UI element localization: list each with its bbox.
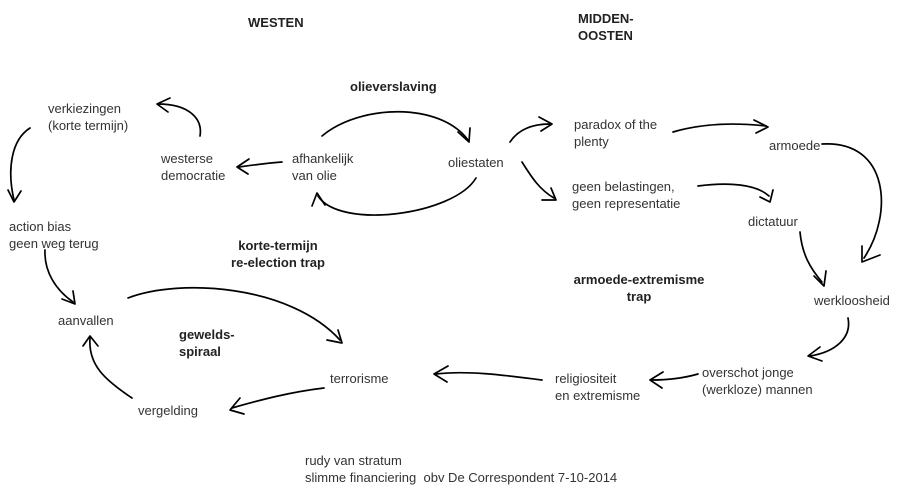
arrowhead-oilstates-to-notaxes	[541, 187, 557, 201]
node-western-democracy-line-1: westerse	[161, 151, 214, 166]
node-action-bias: action bias geen weg terug	[9, 218, 99, 252]
arrow-terrorism-to-retaliation	[231, 387, 325, 409]
node-oil-dependency-line-2: van olie	[292, 168, 337, 183]
loop-title-poverty-line-1: armoede-extremisme	[573, 272, 705, 287]
arrowhead-democracy-to-elections	[156, 97, 171, 113]
arrowhead-notaxes-to-dictatorship	[759, 189, 774, 203]
node-paradox-line-1: paradox of the	[574, 117, 658, 132]
node-young-men: overschot jonge (werkloze) mannen	[702, 364, 813, 398]
arrow-retaliation-to-attacks	[89, 337, 133, 399]
arrow-oildep-to-democracy	[238, 161, 283, 168]
node-terrorism: terrorisme	[330, 371, 389, 386]
arrowhead-poverty-to-unemployment	[861, 245, 881, 263]
arrowhead-oilstates-to-oildep	[311, 192, 326, 207]
loop-title-violence-line-1: gewelds-	[179, 327, 235, 342]
node-poverty: armoede	[769, 138, 821, 153]
node-action-bias-line-1: action bias	[9, 219, 72, 234]
loop-title-reelection-trap: korte-termijn re-election trap	[208, 237, 348, 271]
node-no-taxes-line-1: geen belastingen,	[572, 179, 675, 194]
arrow-youngmen-to-religiosity	[651, 373, 699, 381]
node-oil-states: oliestaten	[448, 155, 504, 170]
arrowhead-retaliation-to-attacks	[82, 335, 99, 347]
arrow-oilstates-to-oildep	[317, 177, 477, 216]
arrow-paradox-to-poverty	[672, 123, 767, 133]
arrowhead-dictatorship-to-unemployment	[813, 270, 827, 287]
node-oil-dependency: afhankelijk van olie	[292, 150, 353, 184]
node-no-taxes-line-2: geen representatie	[572, 196, 681, 211]
header-mideast-line-1: MIDDEN-	[578, 11, 634, 26]
node-no-taxes: geen belastingen, geen representatie	[572, 178, 680, 212]
arrowhead-oildep-to-oilstates	[457, 127, 471, 143]
node-religiosity: religiositeit en extremisme	[555, 370, 640, 404]
node-unemployment: werkloosheid	[814, 293, 890, 308]
arrowhead-actionbias-to-attacks	[61, 290, 76, 305]
arrow-oildep-to-oilstates	[321, 110, 469, 141]
arrowhead-religiosity-to-terrorism	[433, 365, 449, 383]
arrow-attacks-to-terrorism	[127, 286, 341, 341]
arrow-poverty-to-unemployment	[821, 143, 883, 259]
node-attacks: aanvallen	[58, 313, 114, 328]
arrow-notaxes-to-dictatorship	[697, 183, 770, 197]
arrow-elections-to-actionbias	[9, 127, 31, 201]
loop-title-reelection-line-2: re-election trap	[231, 255, 325, 270]
arrow-actionbias-to-attacks	[44, 249, 74, 303]
loop-title-reelection-line-1: korte-termijn	[238, 238, 318, 253]
arrowhead-oilstates-to-paradox	[538, 116, 553, 132]
arrow-oilstates-to-paradox	[509, 123, 551, 143]
arrowhead-paradox-to-poverty	[753, 119, 769, 134]
arrowhead-attacks-to-terrorism	[326, 329, 343, 344]
node-elections-line-2: (korte termijn)	[48, 118, 129, 133]
arrow-oilstates-to-notaxes	[521, 161, 555, 199]
credit-footer: rudy van stratum slimme financiering obv…	[305, 452, 617, 486]
node-young-men-line-1: overschot jonge	[702, 365, 794, 380]
node-oil-dependency-line-1: afhankelijk	[292, 151, 354, 166]
loop-title-oil-addiction: olieverslaving	[350, 79, 437, 94]
arrowhead-unemployment-to-youngmen	[807, 346, 823, 362]
loop-title-violence-spiral: gewelds- spiraal	[179, 326, 235, 360]
node-elections: verkiezingen (korte termijn)	[48, 100, 128, 134]
credit-source: slimme financiering obv De Correspondent…	[305, 470, 618, 485]
header-mideast-line-2: OOSTEN	[578, 28, 633, 43]
arrow-dictatorship-to-unemployment	[799, 231, 823, 283]
arrow-democracy-to-elections	[157, 103, 202, 137]
node-paradox-of-plenty: paradox of the plenty	[574, 116, 657, 150]
header-west: WESTEN	[248, 15, 304, 30]
arrowhead-oildep-to-democracy	[236, 158, 250, 175]
header-mideast: MIDDEN- OOSTEN	[578, 10, 634, 44]
node-dictatorship: dictatuur	[748, 214, 798, 229]
node-religiosity-line-1: religiositeit	[555, 371, 617, 386]
loop-title-violence-line-2: spiraal	[179, 344, 221, 359]
credit-author: rudy van stratum	[305, 453, 402, 468]
arrowhead-youngmen-to-religiosity	[649, 371, 664, 389]
arrow-religiosity-to-terrorism	[435, 371, 543, 381]
node-retaliation: vergelding	[138, 403, 198, 418]
node-western-democracy-line-2: democratie	[161, 168, 226, 183]
arrowhead-terrorism-to-retaliation	[229, 397, 245, 415]
node-religiosity-line-2: en extremisme	[555, 388, 641, 403]
arrowhead-elections-to-actionbias	[7, 189, 22, 203]
loop-title-poverty-extremism: armoede-extremisme trap	[564, 271, 714, 305]
node-action-bias-line-2: geen weg terug	[9, 236, 99, 251]
loop-title-poverty-line-2: trap	[626, 289, 652, 304]
node-elections-line-1: verkiezingen	[48, 101, 121, 116]
node-western-democracy: westerse democratie	[161, 150, 225, 184]
node-young-men-line-2: (werkloze) mannen	[702, 382, 813, 397]
arrow-unemployment-to-youngmen	[809, 317, 850, 357]
node-paradox-line-2: plenty	[574, 134, 609, 149]
